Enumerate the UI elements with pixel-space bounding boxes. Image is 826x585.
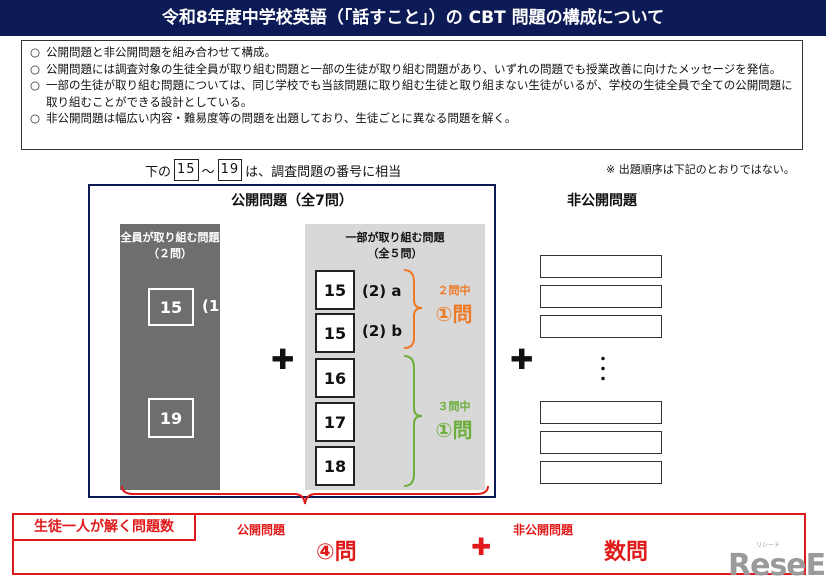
bracket-graphics [403, 269, 423, 487]
plus-icon: ✚ [471, 533, 492, 561]
group-a-top: ２問中 [437, 284, 471, 297]
note-item: ○ 公開問題と非公開問題を組み合わせて構成。 [30, 44, 794, 61]
question-box: 15 [315, 270, 355, 310]
nonpublic-question-box [540, 315, 662, 338]
nonpublic-question-box [540, 431, 662, 454]
question-box: 17 [315, 402, 355, 442]
note-text: 公開問題には調査対象の生徒全員が取り組む問題と一部の生徒が取り組む問題があり、い… [46, 61, 782, 76]
group-b-bottom: ①問 [435, 418, 473, 442]
range-tilde: ～ [201, 164, 215, 180]
question-label: (1) [202, 297, 227, 315]
orange-brace-icon [403, 269, 423, 349]
summary-frame [12, 513, 806, 575]
summary-public-value: ④問 [316, 540, 357, 565]
all-students-title-line: 全員が取り組む問題 [120, 231, 220, 244]
public-questions-title: 公開問題（全7問） [231, 193, 353, 209]
nonpublic-question-box [540, 255, 662, 278]
red-brace-icon [121, 485, 489, 505]
range-from-box: 15 [174, 159, 199, 181]
question-box: 18 [315, 446, 355, 486]
public-questions-frame [88, 184, 496, 498]
some-students-title-line: 一部が取り組む問題 [345, 231, 445, 244]
question-label: (2) b [362, 322, 403, 340]
summary-nonpublic-label: 非公開問題 [513, 523, 574, 537]
range-to-box: 19 [217, 159, 243, 181]
question-box: 16 [315, 358, 355, 398]
question-label: (2) a [362, 282, 402, 300]
question-box: 19 [148, 398, 194, 438]
question-box: 15 [315, 313, 355, 353]
page-title: 令和8年度中学校英語（「話すこと」）の CBT 問題の構成について [0, 0, 826, 36]
some-students-column [305, 224, 485, 490]
question-box: 15 [148, 288, 194, 326]
note-text: 公開問題と非公開問題を組み合わせて構成。 [46, 45, 276, 59]
nonpublic-question-box [540, 401, 662, 424]
all-students-title: 全員が取り組む問題 （２問） [120, 230, 220, 262]
some-students-title: 一部が取り組む問題 （全５問） [305, 230, 485, 262]
plus-icon: ✚ [271, 343, 295, 376]
summary-brace-graphic [121, 485, 489, 505]
note-text: 非公開問題は幅広い内容・難易度等の問題を出題しており、生徒ごとに異なる問題を解く… [46, 111, 517, 125]
order-note: ※ 出題順序は下記のとおりではない。 [606, 163, 795, 176]
bullet-icon: ○ [30, 78, 41, 92]
note-text: 一部の生徒が取り組む問題については、同じ学校でも当該問題に取り組む生徒と取り組ま… [46, 78, 793, 109]
summary-nonpublic-value: 数問 [604, 540, 649, 565]
bullet-icon: ○ [30, 111, 41, 125]
note-item: ○ 非公開問題は幅広い内容・難易度等の問題を出題しており、生徒ごとに異なる問題を解… [30, 110, 794, 127]
group-b-label: ３問中 ①問 [430, 398, 478, 443]
green-brace-icon [403, 355, 423, 487]
some-students-count: （全５問） [367, 247, 423, 260]
group-a-label: ２問中 ①問 [430, 282, 478, 327]
group-a-bottom: ①問 [435, 302, 473, 326]
range-suffix: は、調査問題の番号に相当 [245, 164, 402, 180]
summary-badge: 生徒一人が解く問題数 [12, 513, 196, 541]
all-students-count: （２問） [148, 247, 192, 260]
ellipsis-vertical-icon: ・ ・ ・ [596, 352, 610, 388]
reseed-logo: ReseEd [728, 548, 826, 583]
note-item: ○ 公開問題には調査対象の生徒全員が取り組む問題と一部の生徒が取り組む問題があり、… [30, 61, 794, 78]
range-prefix: 下の [145, 164, 172, 180]
summary-public-label: 公開問題 [237, 523, 286, 537]
bullet-icon: ○ [30, 45, 41, 59]
plus-icon: ✚ [510, 343, 534, 376]
all-students-column [120, 224, 220, 490]
notes-box: ○ 公開問題と非公開問題を組み合わせて構成。 ○ 公開問題には調査対象の生徒全員が取… [21, 40, 803, 150]
note-item: ○ 一部の生徒が取り組む問題については、同じ学校でも当該問題に取り組む生徒と取り組… [30, 77, 794, 110]
number-range-note: 下の 15 ～ 19 は、調査問題の番号に相当 [145, 158, 401, 182]
logo-subtext: リシード [756, 542, 781, 549]
bullet-icon: ○ [30, 61, 41, 76]
nonpublic-question-box [540, 461, 662, 484]
nonpublic-question-box [540, 285, 662, 308]
group-b-top: ３問中 [437, 400, 471, 413]
nonpublic-questions-title: 非公開問題 [567, 193, 637, 209]
